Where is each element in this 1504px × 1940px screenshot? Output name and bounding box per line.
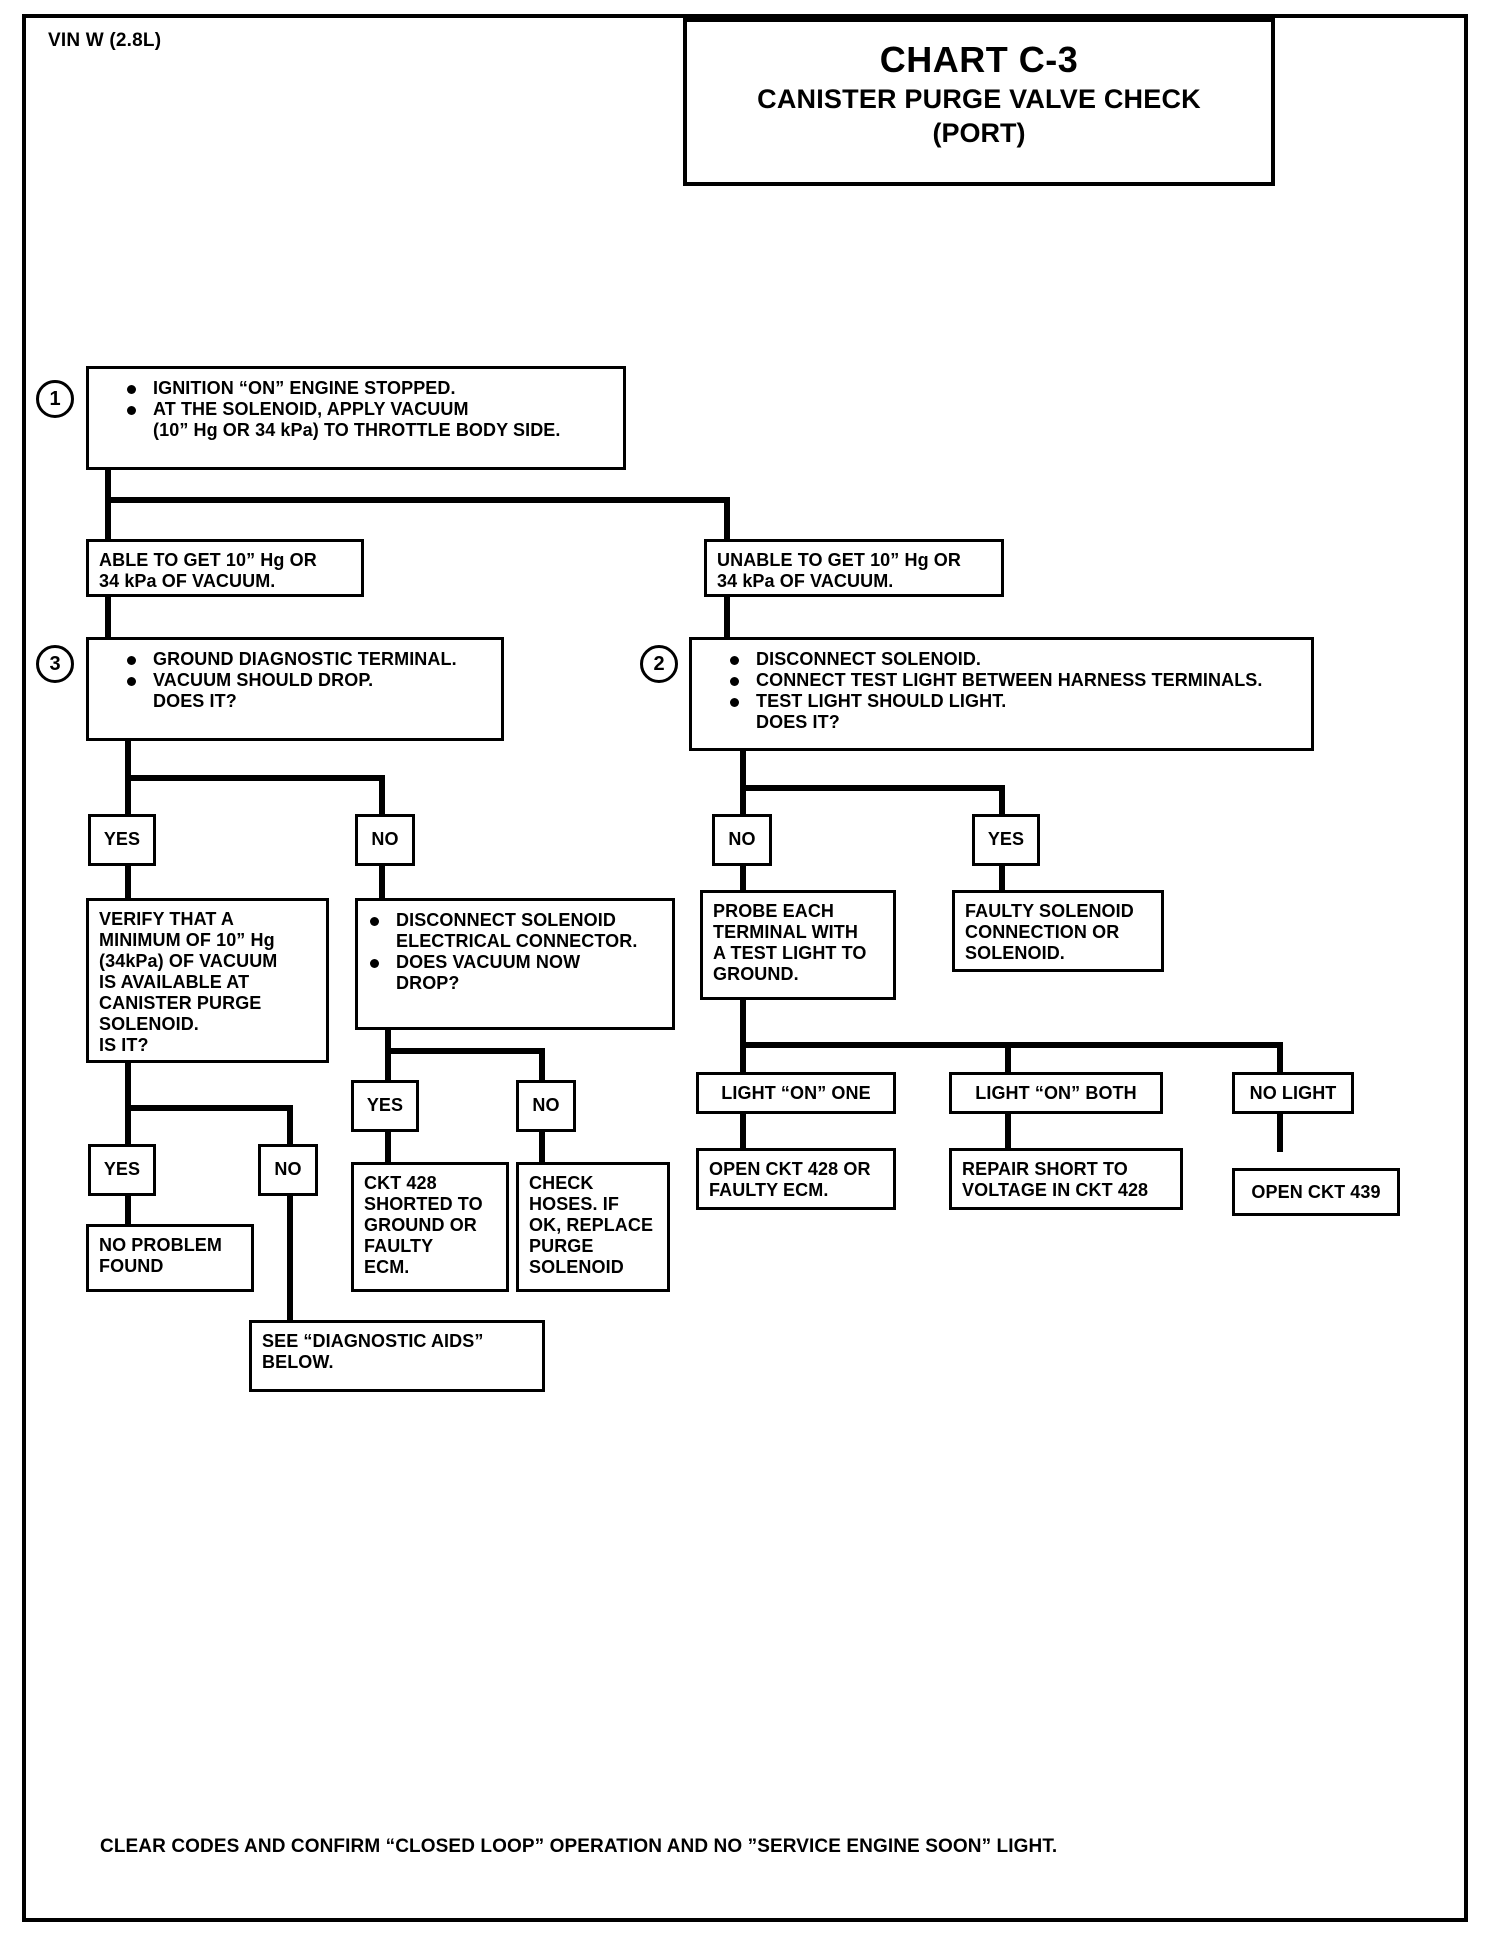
footer-note: CLEAR CODES AND CONFIRM “CLOSED LOOP” OP…	[100, 1836, 1058, 1857]
connector-noC-hoses	[539, 1132, 545, 1164]
node-repair-short: REPAIR SHORT TO VOLTAGE IN CKT 428	[949, 1148, 1183, 1210]
step1-bullet-2: AT THE SOLENOID, APPLY VACUUM (10” Hg OR…	[123, 399, 615, 441]
page-border	[22, 14, 1468, 1922]
connector-unable-step2	[724, 595, 730, 637]
connector-bus2-left-down	[740, 785, 746, 817]
node-able: ABLE TO GET 10” Hg OR 34 kPa OF VACUUM.	[86, 539, 364, 597]
connector-bus3-right-down	[379, 775, 385, 817]
connector-bus-2	[740, 785, 1005, 791]
connector-busverify-right-down	[287, 1105, 293, 1147]
connector-bus1-left-down	[105, 497, 111, 540]
connector-busdisc-left-down	[385, 1048, 391, 1082]
label-no-verify: NO	[258, 1144, 318, 1196]
node-ckt428-shorted: CKT 428 SHORTED TO GROUND OR FAULTY ECM.	[351, 1162, 509, 1292]
node-open-ckt428-text: OPEN CKT 428 OR FAULTY ECM.	[709, 1159, 871, 1201]
node-faulty-solenoid: FAULTY SOLENOID CONNECTION OR SOLENOID.	[952, 890, 1164, 972]
node-unable: UNABLE TO GET 10” Hg OR 34 kPa OF VACUUM…	[704, 539, 1004, 597]
node-diagnostic-aids: SEE “DIAGNOSTIC AIDS” BELOW.	[249, 1320, 545, 1392]
connector-bus3-left-down	[125, 775, 131, 817]
connector-step2-down	[740, 750, 746, 790]
step-marker-2: 2	[640, 645, 678, 683]
node-step1: IGNITION “ON” ENGINE STOPPED. AT THE SOL…	[86, 366, 626, 470]
connector-step3-down	[125, 740, 131, 780]
step-marker-1: 1	[36, 380, 74, 418]
chart-subtitle: (PORT)	[932, 118, 1026, 148]
step3-bullet-1: GROUND DIAGNOSTIC TERMINAL.	[123, 649, 493, 670]
connector-busprobe-right-down	[1277, 1042, 1283, 1076]
step2-bullet-3: TEST LIGHT SHOULD LIGHT. DOES IT?	[726, 691, 1303, 733]
node-open-ckt439: OPEN CKT 439	[1232, 1168, 1400, 1216]
connector-step1-down	[105, 470, 111, 502]
connector-yesA-verify	[125, 866, 131, 900]
node-repair-short-text: REPAIR SHORT TO VOLTAGE IN CKT 428	[962, 1159, 1149, 1201]
connector-bus-1	[105, 497, 730, 503]
title-block: CHART C-3 CANISTER PURGE VALVE CHECK (PO…	[683, 18, 1275, 186]
node-light-on-both: LIGHT “ON” BOTH	[949, 1072, 1163, 1114]
node-verify-text: VERIFY THAT A MINIMUM OF 10” Hg (34kPa) …	[99, 909, 278, 1056]
step-marker-3: 3	[36, 645, 74, 683]
connector-lightboth-repair	[1005, 1110, 1011, 1150]
connector-nolight-open439	[1277, 1110, 1283, 1152]
connector-bus-3	[125, 775, 385, 781]
node-probe-terminal: PROBE EACH TERMINAL WITH A TEST LIGHT TO…	[700, 890, 896, 1000]
connector-noD-diagaids	[287, 1196, 293, 1324]
connector-able-step3	[105, 595, 111, 637]
label-yes-step2: YES	[972, 814, 1040, 866]
connector-bus-probe	[740, 1042, 1283, 1048]
node-verify: VERIFY THAT A MINIMUM OF 10” Hg (34kPa) …	[86, 898, 329, 1063]
node-open-ckt428: OPEN CKT 428 OR FAULTY ECM.	[696, 1148, 896, 1210]
node-check-hoses-text: CHECK HOSES. IF OK, REPLACE PURGE SOLENO…	[529, 1173, 654, 1278]
node-step2: DISCONNECT SOLENOID. CONNECT TEST LIGHT …	[689, 637, 1314, 751]
node-check-hoses: CHECK HOSES. IF OK, REPLACE PURGE SOLENO…	[516, 1162, 670, 1292]
node-no-problem-found: NO PROBLEM FOUND	[86, 1224, 254, 1292]
node-probe-text: PROBE EACH TERMINAL WITH A TEST LIGHT TO…	[713, 901, 867, 985]
label-no-step2: NO	[712, 814, 772, 866]
connector-verify-down	[125, 1062, 131, 1110]
label-yes-disconnect: YES	[351, 1080, 419, 1132]
connector-busverify-left-down	[125, 1105, 131, 1147]
step1-bullet-1: IGNITION “ON” ENGINE STOPPED.	[123, 378, 615, 399]
connector-noA-disc	[379, 866, 385, 900]
node-diagnostic-aids-text: SEE “DIAGNOSTIC AIDS” BELOW.	[262, 1331, 484, 1373]
connector-yesC-ckt428	[385, 1132, 391, 1164]
step2-bullet-1: DISCONNECT SOLENOID.	[726, 649, 1303, 670]
step3-bullet-2: VACUUM SHOULD DROP. DOES IT?	[123, 670, 493, 712]
node-step3: GROUND DIAGNOSTIC TERMINAL. VACUUM SHOUL…	[86, 637, 504, 741]
connector-busprobe-mid-down	[1005, 1042, 1011, 1076]
connector-yesD-noproblem	[125, 1196, 131, 1226]
connector-busprobe-left-down	[740, 1042, 746, 1076]
disc-bullet-1: DISCONNECT SOLENOID ELECTRICAL CONNECTOR…	[366, 910, 664, 952]
node-faulty-solenoid-text: FAULTY SOLENOID CONNECTION OR SOLENOID.	[965, 901, 1134, 964]
step2-bullet-2: CONNECT TEST LIGHT BETWEEN HARNESS TERMI…	[726, 670, 1303, 691]
chart-number: CHART C-3	[879, 39, 1079, 80]
label-yes-step3: YES	[88, 814, 156, 866]
node-no-light: NO LIGHT	[1232, 1072, 1354, 1114]
node-ckt428-shorted-text: CKT 428 SHORTED TO GROUND OR FAULTY ECM.	[364, 1173, 483, 1278]
connector-bus1-right-down	[724, 497, 730, 540]
node-unable-text: UNABLE TO GET 10” Hg OR 34 kPa OF VACUUM…	[717, 550, 961, 592]
connector-busdisc-right-down	[539, 1048, 545, 1082]
connector-yesB-faulty	[999, 866, 1005, 890]
node-disconnect-connector: DISCONNECT SOLENOID ELECTRICAL CONNECTOR…	[355, 898, 675, 1030]
node-able-text: ABLE TO GET 10” Hg OR 34 kPa OF VACUUM.	[99, 550, 317, 592]
disc-bullet-2: DOES VACUUM NOW DROP?	[366, 952, 664, 994]
connector-noB-probe	[740, 866, 746, 890]
vin-label: VIN W (2.8L)	[48, 30, 162, 51]
connector-bus2-right-down	[999, 785, 1005, 817]
node-light-on-one: LIGHT “ON” ONE	[696, 1072, 896, 1114]
node-no-problem-found-text: NO PROBLEM FOUND	[99, 1235, 223, 1277]
connector-lightone-open428	[740, 1110, 746, 1150]
connector-bus-verify	[125, 1105, 293, 1111]
label-no-disconnect: NO	[516, 1080, 576, 1132]
label-yes-verify: YES	[88, 1144, 156, 1196]
chart-title: CANISTER PURGE VALVE CHECK	[757, 84, 1201, 114]
connector-bus-disc	[385, 1048, 545, 1054]
connector-probe-down	[740, 1000, 746, 1062]
label-no-step3: NO	[355, 814, 415, 866]
